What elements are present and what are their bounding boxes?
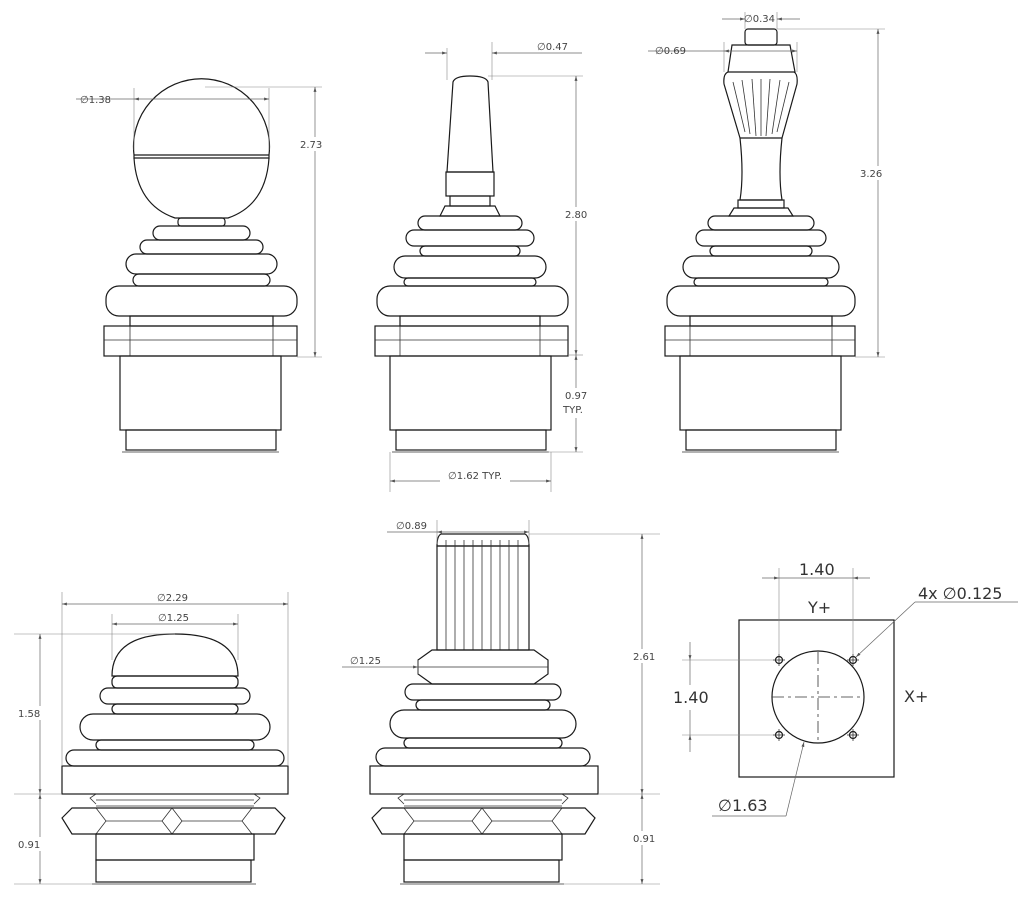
dome-upper-height-label: 1.58: [18, 709, 40, 720]
stick-body-typ-label: TYP.: [562, 405, 583, 416]
spline-diameter-label: ∅0.89: [396, 521, 427, 532]
dome-knob-diameter-label: ∅1.25: [158, 613, 189, 624]
ball-top-diameter-label: ∅1.38: [80, 95, 111, 106]
stick-body-diameter-label: ∅1.62 TYP.: [448, 471, 502, 482]
grip-tip-diameter-label: ∅0.34: [744, 14, 775, 25]
panel-cutout-view: 1.40 1.40 Y+ X+ 4x ∅0.125 ∅1.63: [673, 560, 1018, 817]
cutout-y-spacing-label: 1.40: [673, 688, 709, 707]
cutout-y-axis-label: Y+: [807, 598, 831, 617]
grip-handle-view: ∅0.34 ∅0.69 3.26: [648, 12, 887, 453]
stick-handle-view: ∅0.47 2.80 0.97 TYP. ∅1.62 TYP.: [374, 42, 590, 492]
stick-height-label: 2.80: [565, 210, 587, 221]
ball-handle-view: ∅1.38 2.73: [76, 78, 325, 453]
spline-upper-height-label: 2.61: [633, 652, 655, 663]
cutout-x-spacing-label: 1.40: [799, 560, 835, 579]
dome-flange-diameter-label: ∅2.29: [157, 593, 188, 604]
cutout-holes-label: 4x ∅0.125: [918, 584, 1002, 603]
cutout-center-diameter-label: ∅1.63: [718, 796, 768, 815]
spline-collar-diameter-label: ∅1.25: [350, 656, 381, 667]
spline-handle-view: ∅0.89 ∅1.25 2.61 0.91: [342, 520, 660, 885]
ball-height-label: 2.73: [300, 140, 322, 151]
cutout-x-axis-label: X+: [904, 687, 928, 706]
spline-lower-height-label: 0.91: [633, 834, 655, 845]
grip-height-label: 3.26: [860, 169, 882, 180]
stick-top-diameter-label: ∅0.47: [537, 42, 568, 53]
grip-diameter-label: ∅0.69: [655, 46, 686, 57]
stick-body-height-label: 0.97: [565, 391, 587, 402]
dome-lower-height-label: 0.91: [18, 840, 40, 851]
dome-handle-view: ∅2.29 ∅1.25 1.58 0.91: [14, 591, 289, 885]
